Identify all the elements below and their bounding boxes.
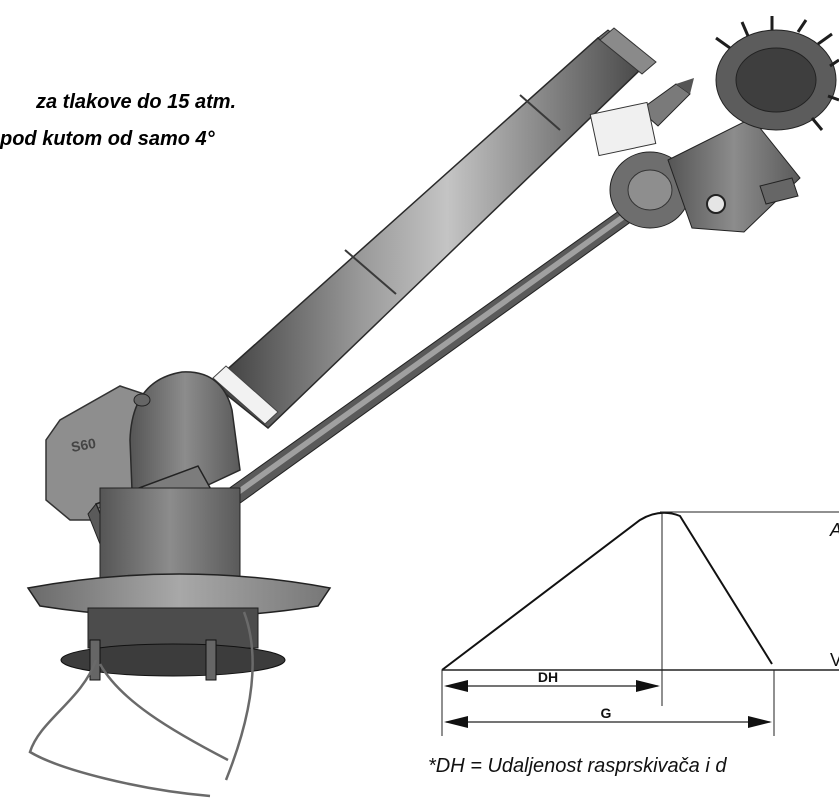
footnote: *DH = Udaljenost rasprskivača i d xyxy=(428,755,727,777)
nozzle xyxy=(639,78,694,127)
caption-line-1: za tlakove do 15 atm. xyxy=(36,91,237,113)
turbine-fan xyxy=(715,16,839,131)
trajectory-curve xyxy=(441,511,773,671)
dh-arrow-left xyxy=(444,680,468,692)
barrel xyxy=(210,27,657,429)
caption-line-2: pod kutom od samo 4° xyxy=(0,128,215,150)
housing-stamp: S60 xyxy=(70,435,98,455)
base xyxy=(26,487,332,681)
right-label-top: A xyxy=(829,520,839,540)
dh-arrow-right xyxy=(636,680,660,692)
g-arrow-left xyxy=(444,716,468,728)
housing: S60 xyxy=(45,371,241,521)
dh-label: DH xyxy=(538,669,558,685)
right-label-bottom: V xyxy=(830,650,839,670)
g-arrow-right xyxy=(748,716,772,728)
drive-assembly xyxy=(589,101,801,233)
chain xyxy=(28,611,254,798)
g-label: G xyxy=(601,705,612,721)
